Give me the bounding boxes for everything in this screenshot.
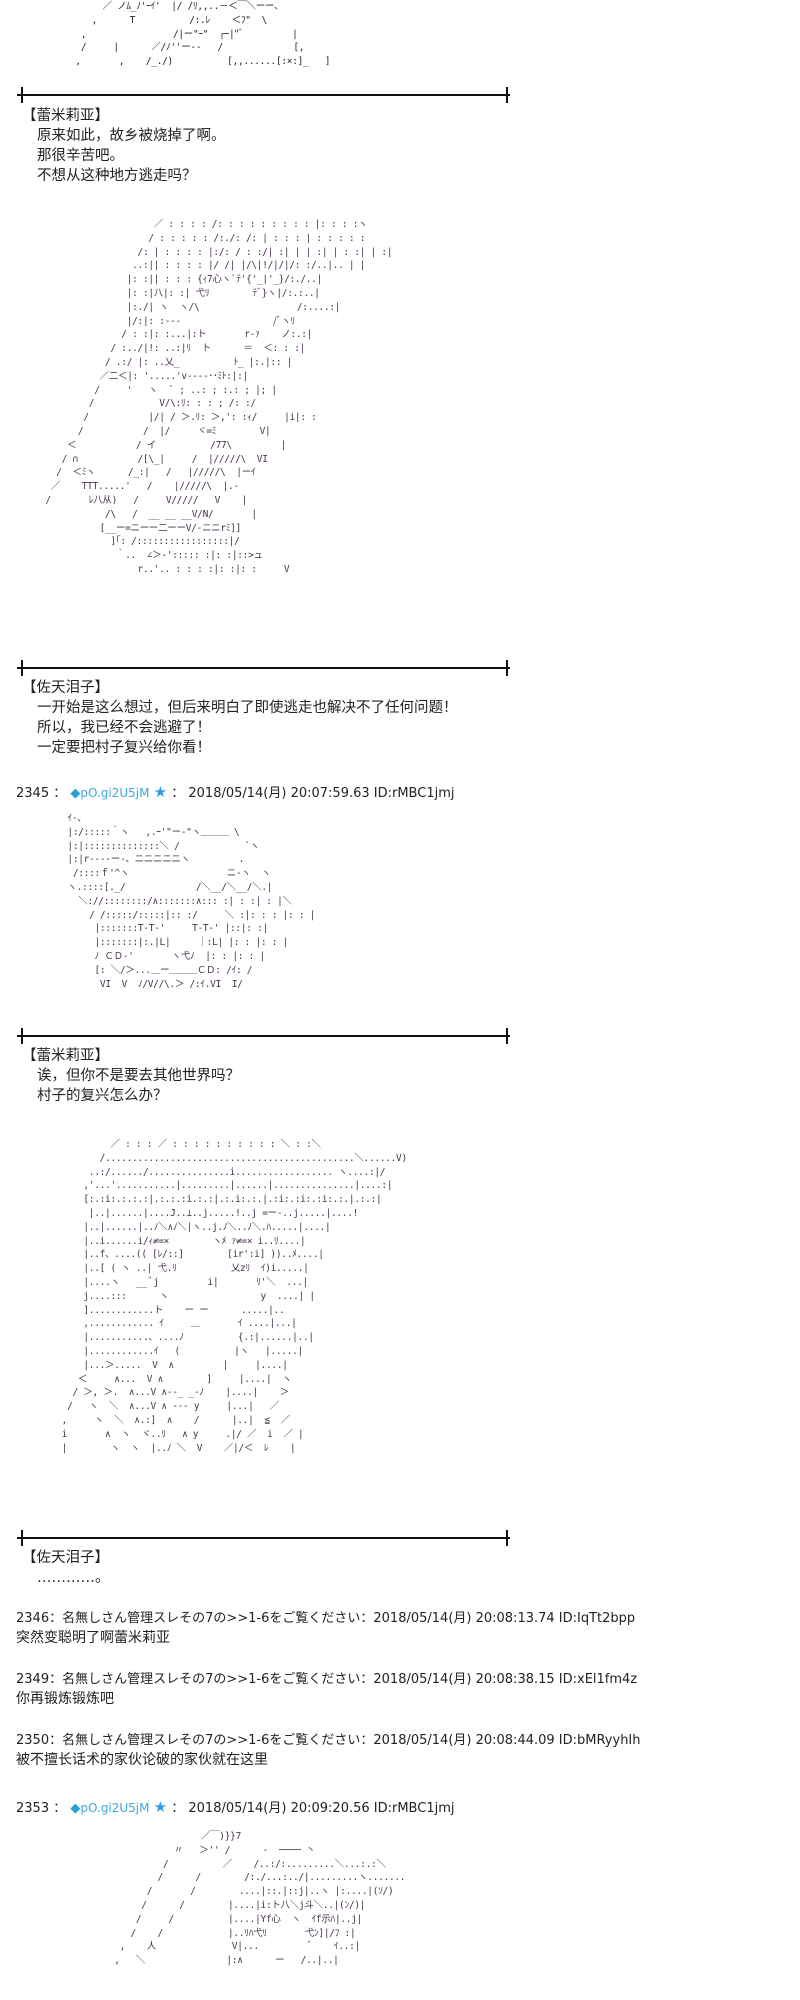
separator-line	[17, 1028, 510, 1044]
post-datetime-id: 2018/05/14(月) 20:09:20.56 ID:rMBC1jmj	[188, 1801, 455, 1816]
post-number[interactable]: 2345	[16, 786, 50, 801]
post-number[interactable]: 2350	[16, 1733, 50, 1748]
separator-line	[17, 1530, 510, 1546]
separator-line	[17, 660, 510, 676]
speaker-label: 【佐天泪子】	[22, 680, 109, 696]
header-separator: ：	[53, 786, 67, 801]
ascii-art-face: ／ : : : ／ : : : : : : : : : : ＼ : :＼ /..…	[61, 1139, 408, 1454]
post-header: 2349：名無しさん管理スレその7の>>1-6をご覧ください：2018/05/1…	[16, 1671, 637, 1689]
poster-name: ：名無しさん管理スレその7の>>1-6をご覧ください：	[49, 1672, 374, 1687]
dialogue-block: 【佐天泪子】 一开始是这么想过，但后来明白了即使逃走也解决不了任何问题！ 所以，…	[22, 678, 458, 758]
header-separator: ：	[53, 1801, 67, 1816]
speaker-label: 【蕾米莉亚】	[22, 108, 109, 124]
dialogue-line: 诶，但你不是要去其他世界吗？	[37, 1068, 240, 1084]
post-number[interactable]: 2353	[16, 1801, 50, 1816]
post-body: 突然变聪明了啊蕾米莉亚	[16, 1630, 170, 1646]
dialogue-line: 那很辛苦吧。	[37, 148, 124, 164]
header-separator: ：	[171, 1801, 185, 1816]
post-datetime-id: 2018/05/14(月) 20:08:13.74 ID:IqTt2bpp	[373, 1611, 636, 1626]
post-body: 你再锻炼锻炼吧	[16, 1691, 114, 1707]
post-header: 2353 ： ◆pO.gi2U5jM ★ ： 2018/05/14(月) 20:…	[16, 1798, 454, 1818]
ascii-art-chibi: ｲ-、 |:/:::::｀ヽ ,.ｰ'"ー‐"ヽ＿＿＿ \ |:|:::::::…	[67, 813, 316, 990]
dialogue-line: 一开始是这么想过，但后来明白了即使逃走也解决不了任何问题！	[37, 700, 458, 716]
dialogue-line: 村子的复兴怎么办？	[37, 1088, 168, 1104]
post-datetime-id: 2018/05/14(月) 20:08:38.15 ID:xEl1fm4z	[373, 1672, 638, 1687]
poster-name: ：名無しさん管理スレその7の>>1-6をご覧ください：	[49, 1611, 374, 1626]
diamond-icon: ◆	[70, 786, 81, 801]
tripcode-text: pO.gi2U5jM	[80, 1801, 150, 1815]
diamond-icon: ◆	[70, 1801, 81, 1816]
separator-line	[17, 87, 510, 103]
post-number[interactable]: 2349	[16, 1672, 50, 1687]
ascii-art-top: ／ ノﾑ_ﾉ'ｰｲ' |/ /ﾘ,,..－＜￣＼ーー、 , T /:.ﾚ ＜ﾌ"…	[75, 1, 331, 68]
star-icon: ★	[153, 1798, 168, 1816]
dialogue-line: 所以，我已经不会逃避了！	[37, 720, 211, 736]
post-datetime-id: 2018/05/14(月) 20:07:59.63 ID:rMBC1jmj	[188, 786, 455, 801]
dialogue-block: 【蕾米莉亚】 诶，但你不是要去其他世界吗？ 村子的复兴怎么办？	[22, 1046, 240, 1106]
speaker-label: 【佐天泪子】	[22, 1550, 109, 1566]
dialogue-block: 【蕾米莉亚】 原来如此，故乡被烧掉了啊。 那很辛苦吧。 不想从这种地方逃走吗？	[22, 106, 226, 186]
speaker-label: 【蕾米莉亚】	[22, 1048, 109, 1064]
post-header: 2345 ： ◆pO.gi2U5jM ★ ： 2018/05/14(月) 20:…	[16, 783, 454, 803]
dialogue-line: …………。	[37, 1570, 110, 1586]
post-header: 2346：名無しさん管理スレその7の>>1-6をご覧ください：2018/05/1…	[16, 1610, 635, 1628]
ascii-art-girl: ／ : : : : /: : : : : : : : : |: : : :ヽ /…	[45, 219, 393, 575]
dialogue-line: 原来如此，故乡被烧掉了啊。	[37, 128, 226, 144]
dialogue-block: 【佐天泪子】 …………。	[22, 1548, 110, 1588]
tripcode-text: pO.gi2U5jM	[80, 786, 150, 800]
ascii-art-bottom: ／￣)}}7 〃 ＞'' / ‐ ──── 丶 / ／ /..:/:......…	[114, 1831, 406, 1967]
tripcode: ◆pO.gi2U5jM	[70, 1801, 150, 1816]
poster-name: ：名無しさん管理スレその7の>>1-6をご覧ください：	[49, 1733, 374, 1748]
dialogue-line: 一定要把村子复兴给你看！	[37, 740, 211, 756]
post-body: 被不擅长话术的家伙论破的家伙就在这里	[16, 1752, 268, 1768]
star-icon: ★	[153, 783, 168, 801]
post-number[interactable]: 2346	[16, 1611, 50, 1626]
header-separator: ：	[171, 786, 185, 801]
post-datetime-id: 2018/05/14(月) 20:08:44.09 ID:bMRyyhIh	[373, 1733, 641, 1748]
tripcode: ◆pO.gi2U5jM	[70, 786, 150, 801]
dialogue-line: 不想从这种地方逃走吗？	[37, 168, 197, 184]
post-header: 2350：名無しさん管理スレその7の>>1-6をご覧ください：2018/05/1…	[16, 1732, 641, 1750]
